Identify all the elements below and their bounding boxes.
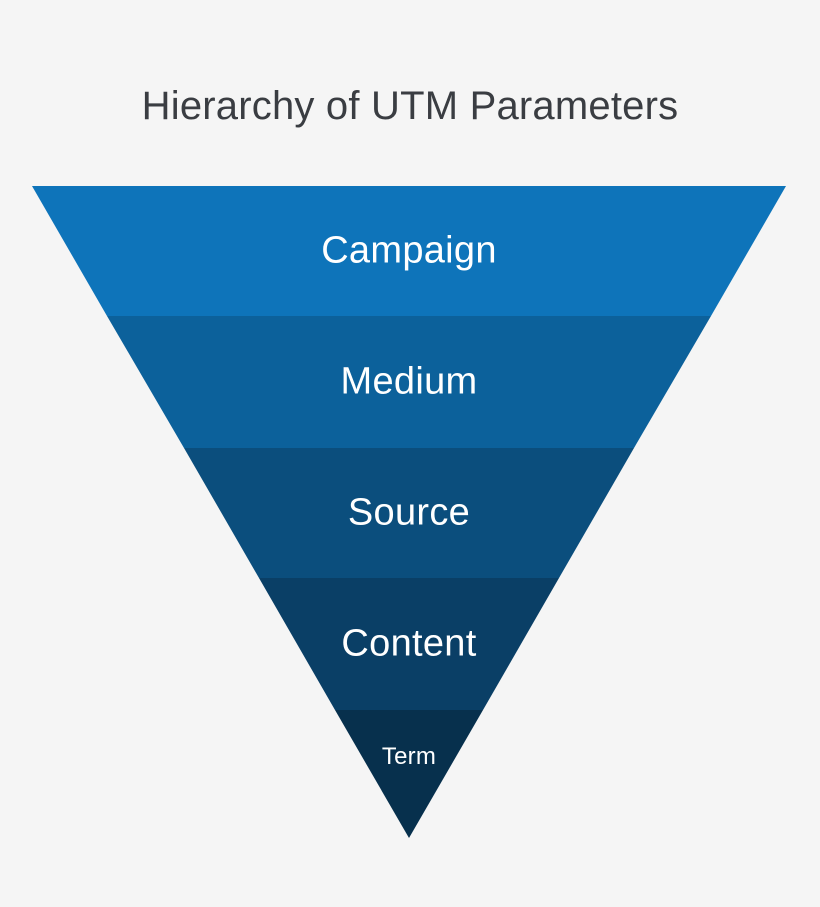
funnel-band-content[interactable]: [259, 578, 559, 710]
funnel-band-medium[interactable]: [107, 316, 711, 448]
funnel-shape: [32, 186, 786, 838]
page-title: Hierarchy of UTM Parameters: [141, 84, 679, 128]
funnel-band-term[interactable]: [335, 710, 483, 838]
funnel-chart: Campaign Medium Source Content Term: [32, 186, 786, 838]
funnel-band-campaign[interactable]: [32, 186, 786, 316]
funnel-band-source[interactable]: [184, 448, 634, 578]
